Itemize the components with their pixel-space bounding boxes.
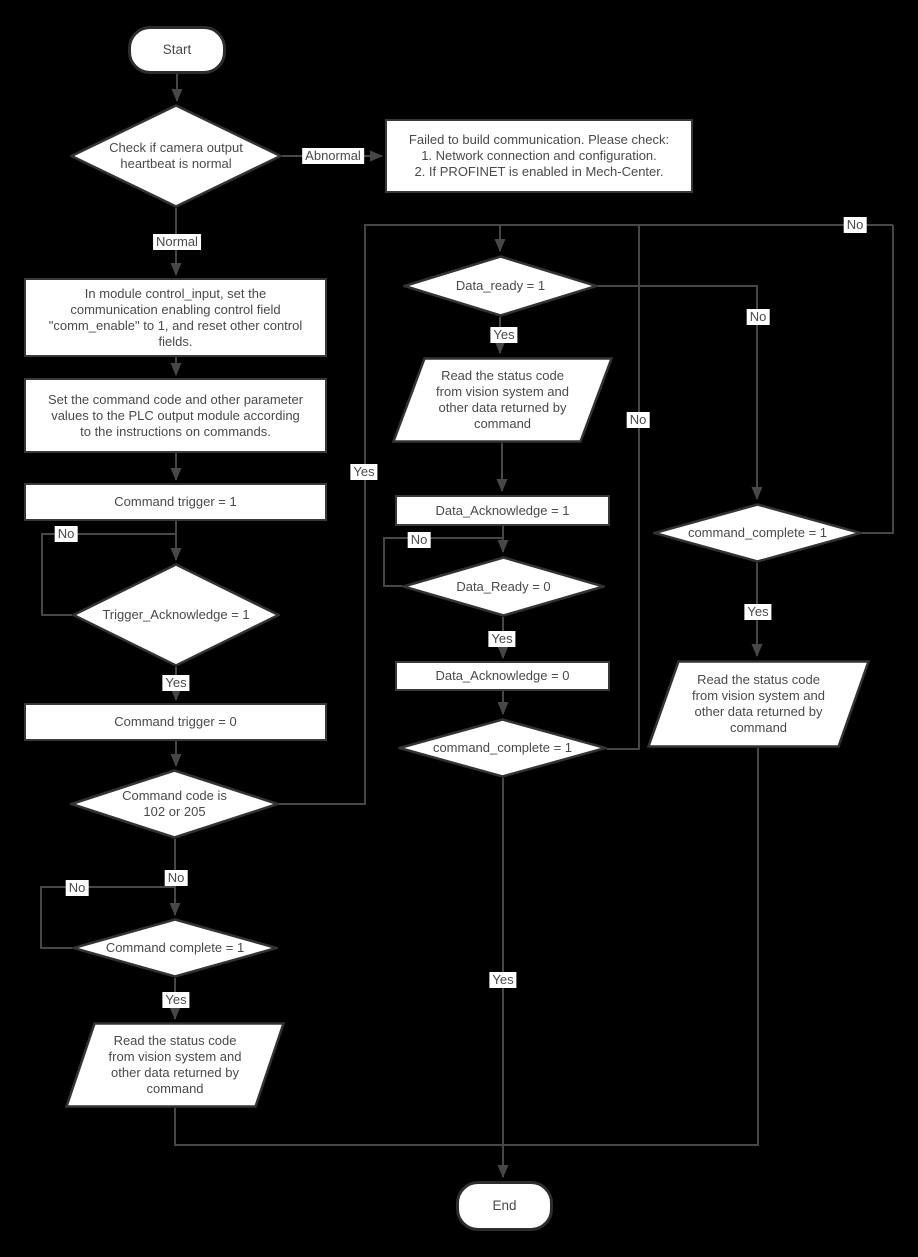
edge-label-data-ready-yes: Yes xyxy=(490,327,518,343)
edge-label-trigger-ack-no: No xyxy=(54,526,78,542)
edge-label-complete-right-no: No xyxy=(843,217,867,233)
edge-label-data-ready-no: No xyxy=(746,309,770,325)
edge-label-normal: Normal xyxy=(153,234,201,250)
start-node-label: Start xyxy=(162,42,192,57)
decision-data-ready-shape xyxy=(403,255,598,317)
edge-label-data-ready0-yes: Yes xyxy=(488,631,516,647)
decision-command-complete-right-shape xyxy=(653,503,862,563)
process-data-acknowledge-1: Data_Acknowledge = 1 xyxy=(395,495,610,526)
decision-trigger-acknowledge-label: Trigger_Acknowledge = 1 xyxy=(102,607,250,622)
decision-data-ready-label: Data_ready = 1 xyxy=(455,278,546,293)
decision-command-code-label: Command code is 102 or 205 xyxy=(122,788,227,819)
decision-command-complete-mid-shape xyxy=(398,718,607,778)
decision-command-complete-left-shape xyxy=(72,918,278,978)
edge-label-code-yes: Yes xyxy=(350,464,378,480)
edge-label-complete-left-yes: Yes xyxy=(162,992,190,1008)
decision-data-ready-0-shape xyxy=(402,556,605,617)
process-set-command: Set the command code and other parameter… xyxy=(24,378,327,453)
decision-data-ready: Data_ready = 1 xyxy=(403,255,598,317)
decision-check-heartbeat: Check if camera output heartbeat is norm… xyxy=(70,104,282,208)
decision-check-heartbeat-label: Check if camera output heartbeat is norm… xyxy=(109,140,243,171)
io-read-status-mid-label: Read the status code from vision system … xyxy=(436,368,569,431)
edge-label-data-ready0-no: No xyxy=(407,532,431,548)
decision-data-ready-0-label: Data_Ready = 0 xyxy=(456,578,551,594)
decision-trigger-acknowledge: Trigger_Acknowledge = 1 xyxy=(72,563,280,667)
io-read-status-mid-shape xyxy=(392,357,613,443)
decision-data-ready-0: Data_Ready = 0 xyxy=(402,556,605,617)
process-failed-communication-label: Failed to build communication. Please ch… xyxy=(408,132,670,179)
process-data-acknowledge-0-label: Data_Acknowledge = 0 xyxy=(435,668,570,683)
decision-command-complete-left-label: Command complete = 1 xyxy=(105,940,245,955)
edge-label-complete-right-yes: Yes xyxy=(744,604,772,620)
edge-label-complete-left-no: No xyxy=(65,880,89,896)
decision-trigger-acknowledge-shape xyxy=(72,563,280,667)
process-data-acknowledge-1-label: Data_Acknowledge = 1 xyxy=(435,502,570,518)
end-node: End xyxy=(456,1181,553,1231)
decision-command-complete-left: Command complete = 1 xyxy=(72,918,278,978)
io-read-status-mid: Read the status code from vision system … xyxy=(392,357,613,443)
process-command-trigger-1: Command trigger = 1 xyxy=(24,483,327,521)
edge-label-abnormal: Abnormal xyxy=(302,148,364,164)
start-node: Start xyxy=(128,26,226,74)
io-read-status-left-label: Read the status code from vision system … xyxy=(108,1033,242,1096)
io-read-status-right-label: Read the status code from vision system … xyxy=(692,672,825,735)
process-failed-communication: Failed to build communication. Please ch… xyxy=(385,119,693,193)
decision-command-code-shape xyxy=(70,769,279,839)
end-node-label: End xyxy=(492,1198,517,1213)
io-read-status-left-shape xyxy=(65,1022,285,1108)
decision-command-complete-right: command_complete = 1 xyxy=(653,503,862,563)
edge-label-complete-mid-no: No xyxy=(626,412,650,428)
io-read-status-left: Read the status code from vision system … xyxy=(65,1022,285,1108)
process-command-trigger-1-label: Command trigger = 1 xyxy=(114,494,237,509)
process-comm-enable-label: In module control_input, set the communi… xyxy=(48,285,303,349)
edge-label-complete-mid-yes: Yes xyxy=(489,972,517,988)
decision-command-code: Command code is 102 or 205 xyxy=(70,769,279,839)
edge-label-trigger-ack-yes: Yes xyxy=(162,675,190,691)
process-command-trigger-0-label: Command trigger = 0 xyxy=(114,714,237,729)
process-comm-enable: In module control_input, set the communi… xyxy=(24,278,327,357)
decision-command-complete-mid-label: command_complete = 1 xyxy=(432,740,573,755)
decision-check-heartbeat-shape xyxy=(70,104,282,208)
process-set-command-label: Set the command code and other parameter… xyxy=(47,391,304,439)
edge-label-code-no: No xyxy=(164,870,188,886)
io-read-status-right: Read the status code from vision system … xyxy=(647,660,870,748)
io-read-status-right-shape xyxy=(647,660,870,748)
decision-command-complete-mid: command_complete = 1 xyxy=(398,718,607,778)
decision-command-complete-right-label: command_complete = 1 xyxy=(687,525,828,540)
process-command-trigger-0: Command trigger = 0 xyxy=(24,703,327,741)
process-data-acknowledge-0: Data_Acknowledge = 0 xyxy=(395,661,610,691)
